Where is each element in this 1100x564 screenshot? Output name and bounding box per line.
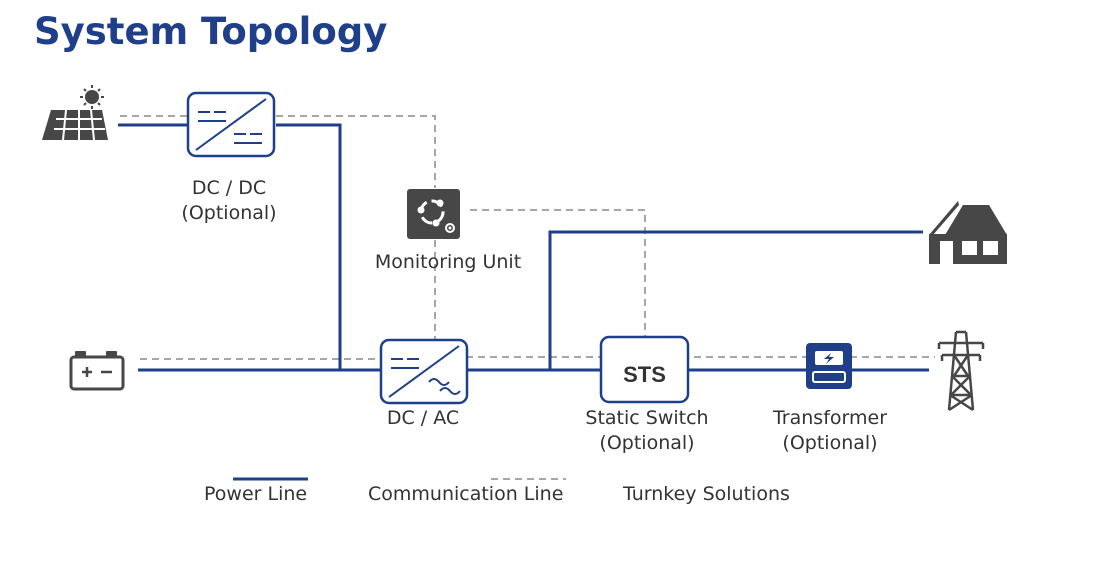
- solar-panel-icon: [42, 85, 108, 141]
- battery-icon: [69, 351, 125, 391]
- legend-communication-line: Communication Line: [368, 483, 564, 505]
- transformer-label-line2: (Optional): [782, 432, 878, 454]
- sts-box: STS: [599, 335, 690, 404]
- dcdc-label: DC / DC (Optional): [181, 176, 276, 226]
- dcac-label-line1: DC / AC: [386, 407, 460, 429]
- static-switch-label-line1: Static Switch: [585, 407, 709, 429]
- static-switch-label-line2: (Optional): [599, 432, 695, 454]
- communication-lines: [120, 115, 935, 360]
- house-icon: [929, 201, 1007, 264]
- dcdc-converter-icon: [186, 91, 276, 158]
- power-line-house: [548, 230, 923, 370]
- legend-power-line: Power Line: [204, 483, 308, 505]
- dcac-inverter-icon: [379, 338, 469, 405]
- monitoring-unit-label-line1: Monitoring Unit: [374, 251, 522, 273]
- dcac-label: DC / AC: [387, 406, 459, 431]
- power-line-dcdc-bus: [276, 123, 342, 370]
- dcdc-label-line2: (Optional): [181, 202, 277, 224]
- power-lines: [118, 123, 929, 372]
- transmission-tower-icon: [937, 330, 985, 412]
- static-switch-label: Static Switch (Optional): [585, 406, 708, 456]
- page-title: System Topology: [34, 10, 388, 53]
- comm-line-solar-monitor: [120, 115, 436, 188]
- transformer-label-line1: Transformer: [772, 407, 888, 429]
- dcdc-label-line1: DC / DC: [191, 177, 267, 199]
- comm-line-monitor-sts: [470, 209, 646, 336]
- monitoring-unit-label: Monitoring Unit: [375, 250, 521, 275]
- transformer-icon: [806, 343, 852, 389]
- transformer-label: Transformer (Optional): [773, 406, 887, 456]
- monitoring-unit-icon: [407, 189, 460, 239]
- legend-turnkey-solutions: Turnkey Solutions: [623, 483, 790, 505]
- sts-badge-text: STS: [623, 362, 666, 387]
